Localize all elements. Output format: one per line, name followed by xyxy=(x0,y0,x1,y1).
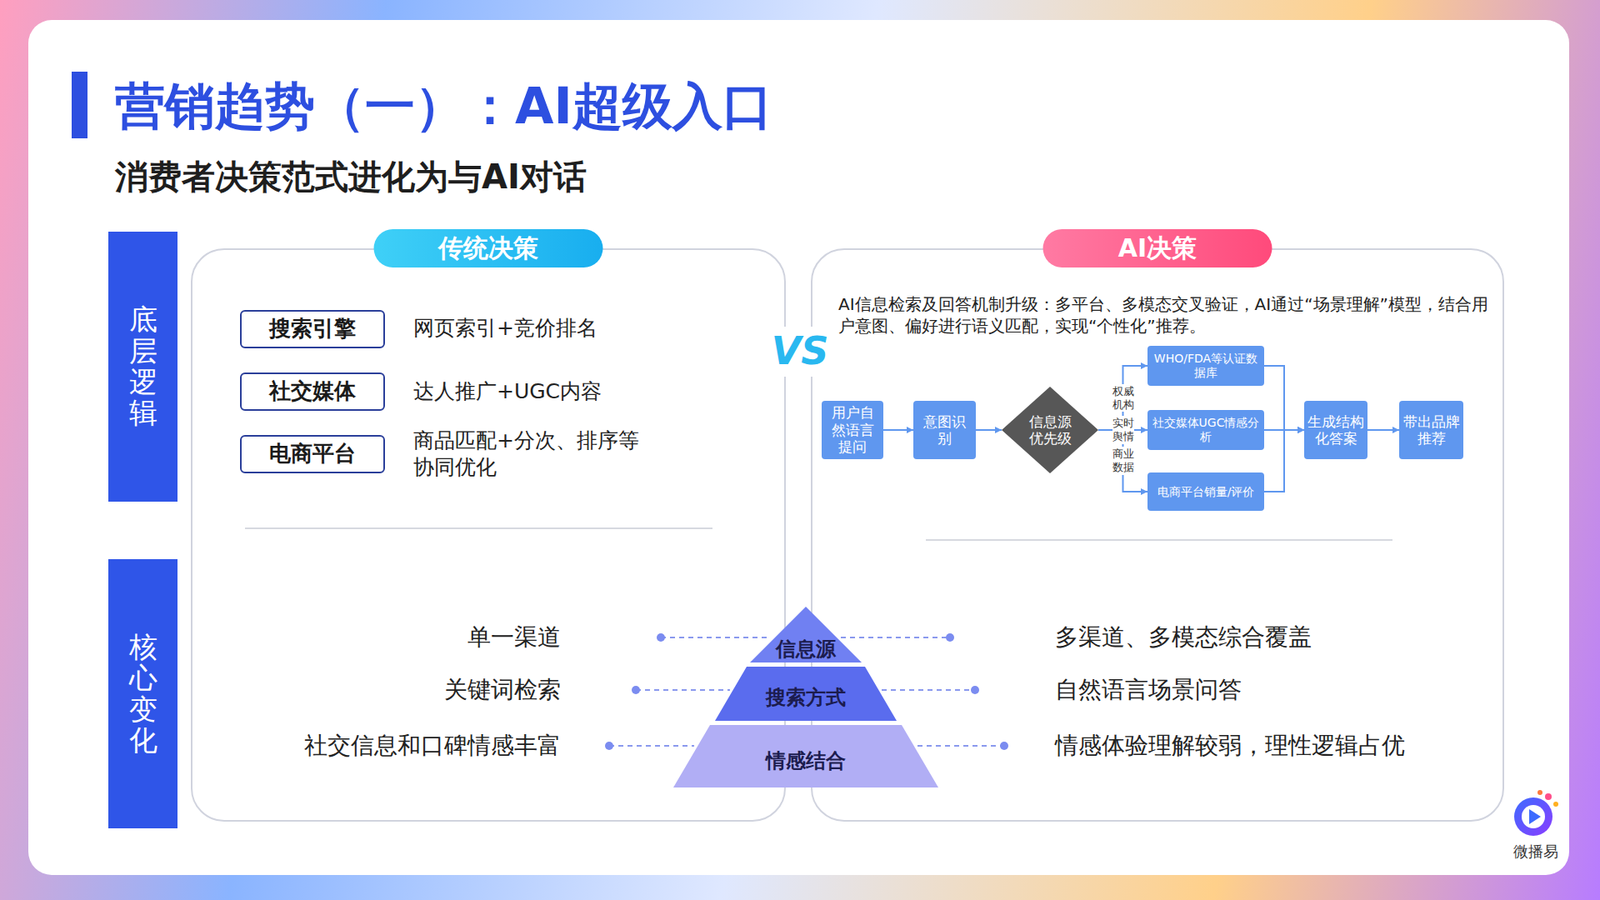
description-text: 达人推广+UGC内容 xyxy=(413,378,747,406)
edge-label: 商业数据 xyxy=(1112,446,1135,475)
divider-line xyxy=(925,539,1393,541)
channel-box: 社交媒体 xyxy=(240,372,385,411)
side-band: 核心变化 xyxy=(108,559,178,829)
shape-fill xyxy=(750,606,862,663)
node-text: 情感结合 xyxy=(765,749,846,774)
node-text: 生成结构化答案 xyxy=(1307,413,1365,448)
process-box: 生成结构化答案 xyxy=(1304,400,1368,460)
logo-icon xyxy=(1514,790,1559,836)
node-text: 搜索引擎 xyxy=(269,315,356,342)
node-text: 社交媒体UGC情感分析 xyxy=(1151,415,1260,445)
source-box: 社交媒体UGC情感分析 xyxy=(1147,410,1265,450)
source-box: 电商平台销量/评价 xyxy=(1147,472,1265,511)
description-text: AI信息检索及回答机制升级：多平台、多模态交叉验证，AI通过“场景理解”模型，结… xyxy=(838,293,1497,337)
flow-arrow xyxy=(1367,429,1400,431)
node-text: 带出品牌推荐 xyxy=(1402,413,1460,448)
slide-title: 营销趋势（一）：AI超级入口 xyxy=(115,75,773,138)
description-text: 商品匹配+分次、排序等 协同优化 xyxy=(413,427,651,482)
flow-arrow xyxy=(1264,365,1305,430)
node-text: 意图识别 xyxy=(916,413,973,448)
edge-label: 实时舆情 xyxy=(1112,415,1135,444)
process-box: 用户自然语言提问 xyxy=(821,400,884,460)
decision-diamond: 信息源优先级 xyxy=(1001,386,1099,474)
comparison-text: 自然语言场景问答 xyxy=(1055,675,1489,705)
shape-fill xyxy=(1001,386,1099,474)
description-text: 网页索引+竞价排名 xyxy=(413,315,747,343)
shape-fill xyxy=(715,666,897,721)
subtitle: 消费者决策范式进化为与AI对话 xyxy=(115,155,949,199)
process-box: 意图识别 xyxy=(913,400,976,460)
comparison-text: 社交信息和口碑情感丰富 xyxy=(202,730,561,761)
panel-heading: AI决策 xyxy=(1043,229,1273,268)
vs-mark: VS xyxy=(770,326,830,377)
comparison-text: 多渠道、多模态综合覆盖 xyxy=(1055,622,1489,653)
flow-arrow xyxy=(975,429,1002,431)
comparison-text: 情感体验理解较弱，理性逻辑占优 xyxy=(1055,730,1489,761)
node-text: 社交媒体 xyxy=(269,378,356,405)
title-accent-bar xyxy=(71,71,88,139)
edge-label: 权威机构 xyxy=(1112,384,1135,412)
source-box: WHO/FDA等认证数据库 xyxy=(1147,345,1265,386)
node-text: 电商平台销量/评价 xyxy=(1157,485,1255,500)
pyramid-tier: 情感结合 xyxy=(673,725,939,788)
node-text: 用户自然语言提问 xyxy=(825,404,880,455)
node-text: WHO/FDA等认证数据库 xyxy=(1151,351,1260,380)
pyramid-tier: 信息源 xyxy=(750,606,862,663)
node-text: 信息源 xyxy=(775,637,836,662)
channel-box: 电商平台 xyxy=(240,435,385,474)
node-text: 信息源优先级 xyxy=(1026,413,1074,448)
comparison-text: 单一渠道 xyxy=(294,622,561,653)
node-text: 电商平台 xyxy=(269,440,356,467)
slide-card xyxy=(28,20,1570,875)
flow-arrow xyxy=(1264,430,1305,492)
divider-line xyxy=(245,527,713,530)
node-text: 底层逻辑 xyxy=(129,304,158,430)
node-text: 搜索方式 xyxy=(765,685,846,710)
process-box: 带出品牌推荐 xyxy=(1399,400,1464,460)
shape-fill xyxy=(673,725,939,788)
pyramid-tier: 搜索方式 xyxy=(715,666,897,721)
flow-arrow xyxy=(883,429,914,431)
channel-box: 搜索引擎 xyxy=(240,310,385,349)
side-band: 底层逻辑 xyxy=(108,231,178,502)
node-text: 核心变化 xyxy=(129,631,158,757)
logo-text: 微播易 xyxy=(1510,841,1562,861)
comparison-text: 关键词检索 xyxy=(294,675,561,705)
panel-heading: 传统决策 xyxy=(374,229,604,268)
